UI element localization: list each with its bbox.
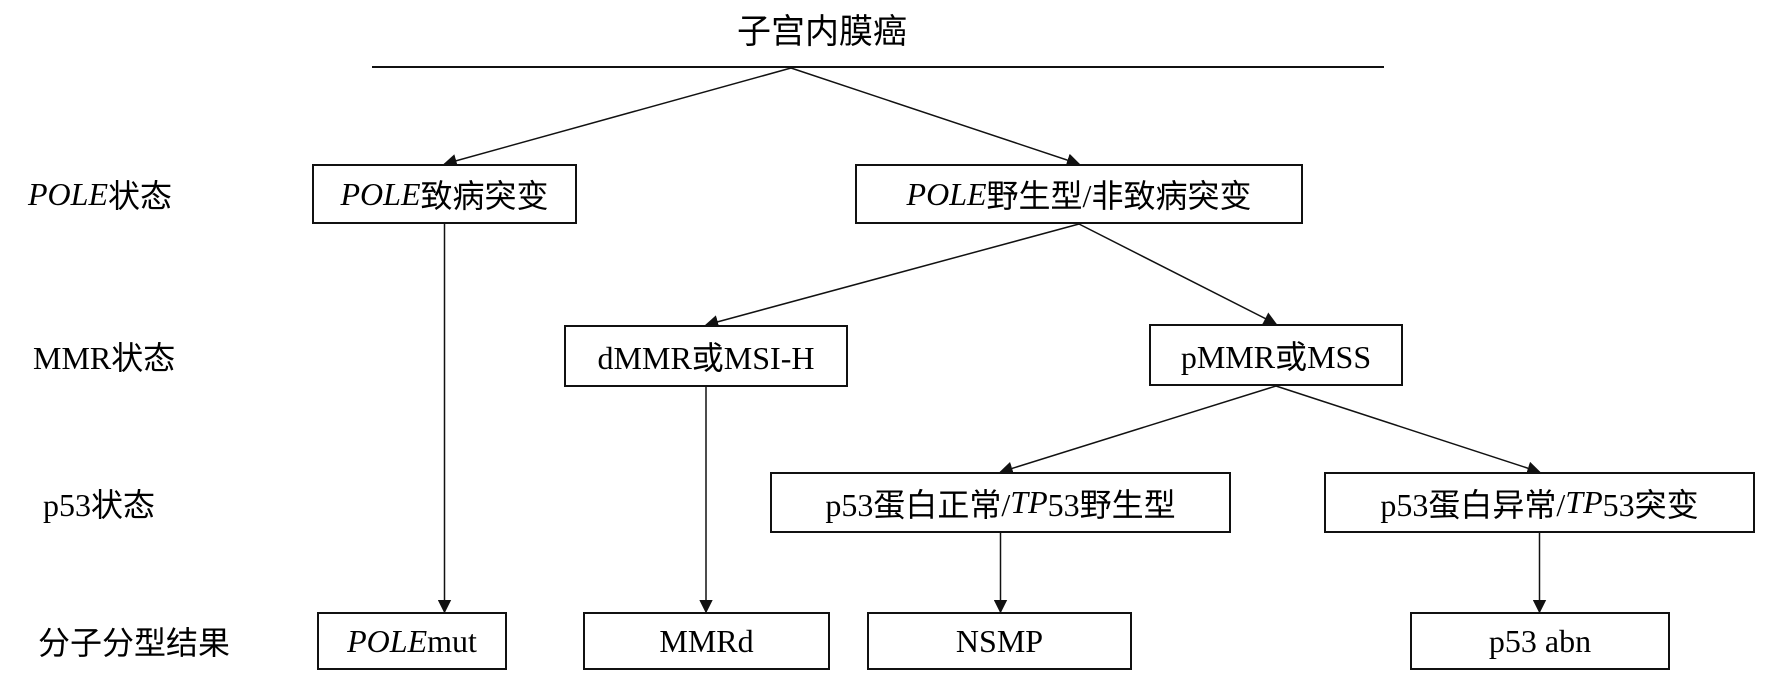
gene-symbol-italic: POLE	[906, 175, 987, 212]
gene-symbol-italic: POLE	[28, 175, 108, 212]
edge-root-to-pole-path	[443, 67, 792, 168]
label-text: mut	[427, 622, 477, 659]
label-text: 致病突变	[420, 178, 549, 214]
label-text: 状态	[108, 178, 173, 214]
label-text: MMRd	[659, 622, 754, 659]
label-text: p53蛋白正常/	[825, 486, 1011, 523]
label-text: 53野生型	[1047, 486, 1176, 523]
node-pmmr-or-mss: pMMR或MSS	[1149, 324, 1403, 386]
edge-pole-wt-to-pmmr	[1078, 223, 1278, 325]
edge-pole-wt-to-dmmr	[704, 223, 1080, 329]
gene-symbol-italic: POLE	[340, 175, 421, 212]
row-label-mmr-status: MMR状态	[33, 324, 175, 387]
label-text: p53蛋白异常/	[1380, 486, 1566, 523]
gene-symbol-italic: TP	[1010, 484, 1048, 520]
row-label-molecular-result: 分子分型结果	[38, 612, 230, 670]
diagram-title: 子宫内膜癌	[737, 14, 907, 51]
label-text: 野生型/非致病突变	[986, 178, 1252, 214]
label-text: p53 abn	[1488, 622, 1592, 659]
node-dmmr-or-msi-h: dMMR或MSI-H	[564, 325, 848, 387]
label-text: NSMP	[955, 622, 1044, 659]
label-text: dMMR或MSI-H	[597, 340, 815, 376]
edge-pmmr-to-p53-normal	[999, 385, 1277, 475]
node-result-p53-abn: p53 abn	[1410, 612, 1670, 670]
label-text: 分子分型结果	[38, 625, 231, 661]
node-result-mmrd: MMRd	[583, 612, 830, 670]
edge-pmmr-to-p53-abnormal	[1275, 385, 1541, 475]
row-label-p53-status: p53状态	[43, 472, 155, 533]
edge-root-to-pole-wt	[790, 67, 1081, 167]
gene-symbol-italic: TP	[1565, 484, 1603, 520]
gene-symbol-italic: POLE	[347, 622, 428, 659]
label-text: MMR状态	[33, 339, 176, 376]
label-text: p53状态	[43, 486, 156, 523]
node-result-pole-mut: POLE mut	[317, 612, 507, 670]
label-text: pMMR或MSS	[1180, 339, 1372, 375]
node-result-nsmp: NSMP	[867, 612, 1132, 670]
title-divider-line	[372, 66, 1384, 68]
label-text: 53突变	[1602, 486, 1699, 523]
